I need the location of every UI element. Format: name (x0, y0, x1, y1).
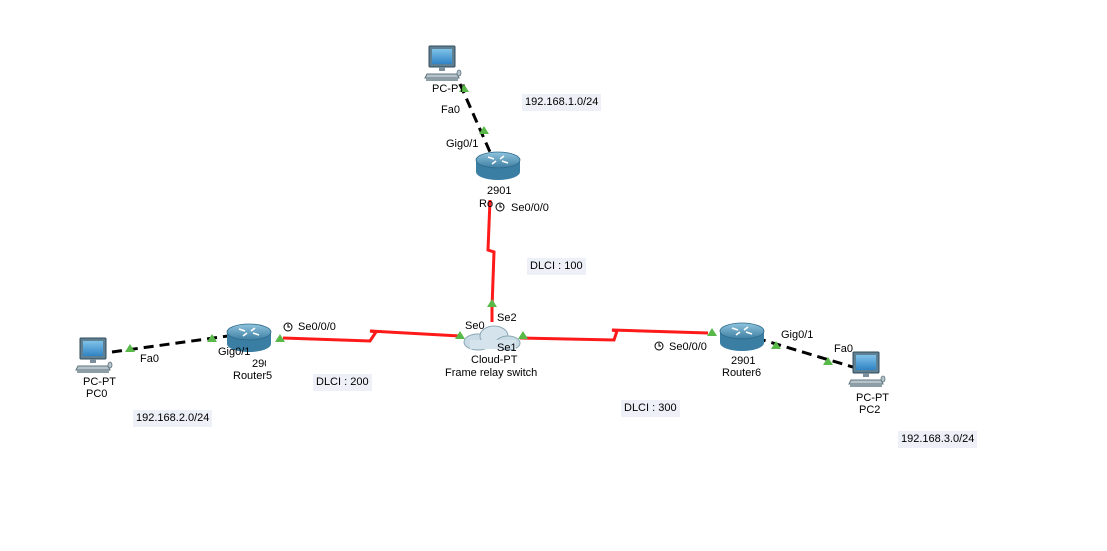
port-up-indicator (771, 341, 781, 349)
serial-link-left[interactable] (282, 329, 461, 343)
cloud-se2-label: Se2 (497, 312, 517, 324)
port-up-indicator (125, 344, 135, 352)
router6-model-label: 2901 (731, 355, 756, 367)
port-up-indicator (459, 84, 469, 92)
cloud-se1-label: Se1 (497, 342, 517, 354)
port-up-indicator (487, 299, 497, 307)
port-up-indicator (518, 331, 528, 339)
pc2-port-label: Fa0 (834, 343, 853, 355)
router6-serial-label: Se0/0/0 (669, 341, 707, 353)
router5-gig-label: Gig0/1 (218, 346, 251, 358)
router-top-gig-label: Gig0/1 (446, 138, 479, 150)
pc2-type-label: PC-PT (856, 392, 889, 404)
cloud-name-label: Cloud-PT (471, 354, 518, 366)
dlci-label-right: DLCI : 300 (621, 400, 680, 417)
router5-name-label: Router5 (233, 370, 273, 382)
serial-link-right[interactable] (519, 328, 709, 342)
pc0-name-label: PC0 (86, 388, 108, 400)
pc0-type-label: PC-PT (83, 376, 116, 388)
ethernet-link-top[interactable] (458, 83, 492, 153)
pc-top-port-label: Fa0 (441, 104, 460, 116)
cloud-icon[interactable] (463, 325, 521, 351)
port-up-indicator (275, 334, 285, 342)
serial-link-top[interactable] (486, 199, 496, 309)
network-label-left: 192.168.2.0/24 (133, 410, 213, 427)
dlci-label-left: DLCI : 200 (313, 374, 372, 391)
cloud-se0-label: Se0 (465, 320, 485, 332)
network-label-top: 192.168.1.0/24 (522, 94, 602, 111)
ethernet-link-right[interactable] (755, 336, 857, 370)
network-label-right: 192.168.3.0/24 (898, 431, 978, 448)
clock-icon (495, 202, 505, 212)
clock-icon (654, 341, 664, 351)
clock-icons (283, 202, 664, 351)
router-top-model-label: 2901 (487, 185, 512, 197)
router-top-name-label: Ro (479, 198, 494, 210)
port-up-indicator (455, 331, 465, 339)
router6-name-label: Router6 (722, 367, 762, 379)
router-icon-router6[interactable] (719, 322, 765, 352)
router5-serial-label: Se0/0/0 (298, 321, 336, 333)
pc-top-type-label: PC-PT (432, 83, 465, 95)
port-up-indicator (707, 328, 717, 336)
port-up-indicator (479, 126, 489, 134)
port-up-indicator (207, 334, 217, 342)
port-up-indicator (823, 357, 833, 365)
router6-gig-label: Gig0/1 (781, 329, 814, 341)
pc-icon-top[interactable] (424, 45, 462, 82)
pc-icon-pc2[interactable] (848, 351, 886, 388)
router5-model-label: 2901 (252, 358, 266, 370)
router-icon-top[interactable] (475, 151, 521, 181)
pc2-name-label: PC2 (859, 404, 881, 416)
cloud-desc-label: Frame relay switch (445, 367, 538, 379)
clock-icon (283, 322, 293, 332)
dlci-label-top: DLCI : 100 (527, 258, 586, 275)
router-top-serial-label: Se0/0/0 (511, 202, 549, 214)
pc0-port-label: Fa0 (140, 353, 159, 365)
pc-icon-pc0[interactable] (75, 337, 113, 374)
